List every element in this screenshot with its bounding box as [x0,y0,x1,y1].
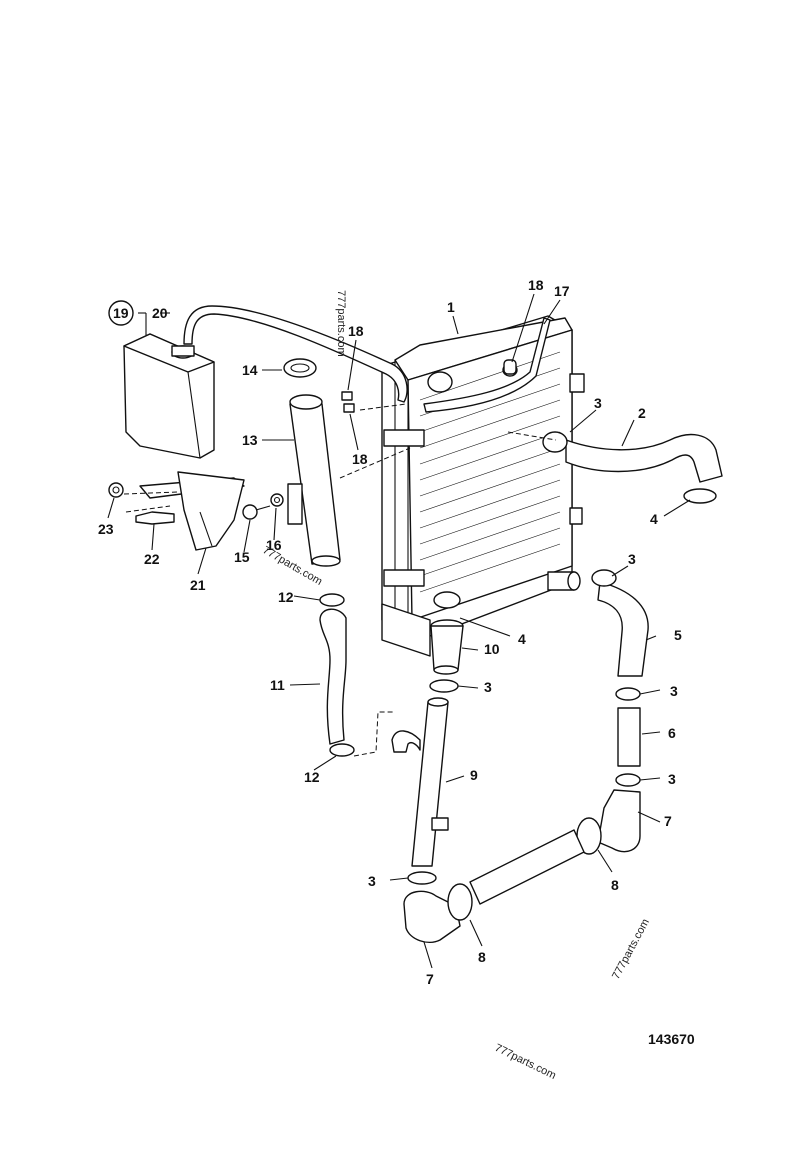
callout-12a: 12 [278,589,294,605]
elbow-7-left [403,890,461,944]
reference-lines [123,403,557,757]
callout-4a: 4 [650,511,658,527]
callout-6: 6 [668,725,676,741]
callout-3c: 3 [484,679,492,695]
callout-labels: 1 2 3 3 3 3 3 3 4 4 5 6 7 7 8 8 9 10 11 … [98,277,682,987]
lower-pipe [469,829,585,905]
callout-3f: 3 [368,873,376,889]
watermark-4: 777parts.com [493,1042,558,1082]
elbow-7-right [597,789,641,853]
callout-8b: 8 [478,949,486,965]
callout-3b: 3 [628,551,636,567]
figure-number: 143670 [648,1031,695,1047]
pipe-9 [391,697,449,867]
callout-19-circle [108,300,134,326]
clamp-3-low [407,871,437,885]
callout-4b: 4 [518,631,526,647]
callout-3d: 3 [670,683,678,699]
callout-12b: 12 [304,769,320,785]
callout-22: 22 [144,551,160,567]
watermark-3: 777parts.com [610,917,652,981]
callout-14: 14 [242,362,258,378]
clamp-8-left [447,883,473,921]
elbow-hose-5 [597,581,649,677]
callout-7b: 7 [426,971,434,987]
callout-13: 13 [242,432,258,448]
callout-16: 16 [266,537,282,553]
connector-pipe-6 [617,707,641,767]
filler-cap [283,358,317,378]
mounting-bracket [139,471,245,551]
callout-8a: 8 [611,877,619,893]
expansion-tank [123,333,215,459]
clamp-12-top [319,593,345,607]
clamp-3-mid [429,679,459,693]
hose-11 [319,608,347,745]
vent-hose [423,317,551,413]
callout-17: 17 [554,283,570,299]
clamp-3-upper [542,431,568,453]
clamp-12-bottom [329,743,355,757]
hose-clamps-18 [341,359,517,413]
callout-18c: 18 [352,451,368,467]
callout-19: 19 [113,305,129,321]
header-tube [287,394,341,567]
upper-hose [565,433,723,483]
callout-7a: 7 [664,813,672,829]
radiator [381,315,585,657]
callout-18b: 18 [348,323,364,339]
hose-adapter-10 [430,619,464,675]
callout-5: 5 [674,627,682,643]
callout-1: 1 [447,299,455,315]
watermark-1: 777parts.com [335,290,347,357]
overflow-hose [183,305,408,403]
callout-15: 15 [234,549,250,565]
fasteners [108,482,284,525]
callout-21: 21 [190,577,206,593]
callout-18a: 18 [528,277,544,293]
callout-20: 20 [152,305,168,321]
callout-3a: 3 [594,395,602,411]
leader-lines [107,293,691,969]
callout-11: 11 [270,677,285,693]
callout-3e: 3 [668,771,676,787]
callout-23: 23 [98,521,114,537]
callout-2: 2 [638,405,646,421]
callout-10: 10 [484,641,500,657]
callout-9: 9 [470,767,478,783]
clamp-4-right [683,488,717,504]
